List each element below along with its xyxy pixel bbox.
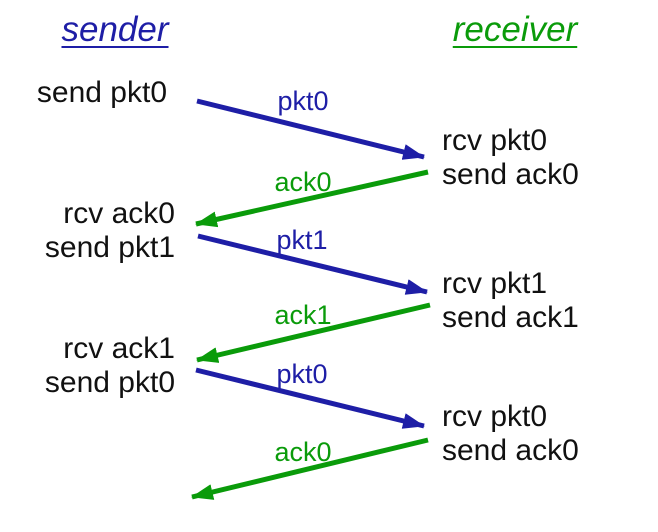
arrow-ack1: [196, 302, 431, 363]
message-label-pkt0-second: pkt0: [276, 359, 328, 389]
sender-column-title: sender: [61, 10, 169, 49]
message-label-ack0-first: ack0: [274, 167, 332, 197]
sender-event-line: rcv ack1: [63, 332, 175, 365]
sender-event-line: send pkt0: [44, 366, 175, 399]
sender-event-3: rcv ack1 send pkt0: [0, 332, 175, 400]
receiver-event-line: send ack0: [442, 158, 579, 191]
message-label-ack1: ack1: [274, 300, 332, 330]
arrow-ack0-second: [191, 437, 429, 500]
receiver-event-line: send ack1: [442, 301, 579, 334]
sender-event-line: send pkt1: [44, 231, 175, 264]
sender-event-2: rcv ack0 send pkt1: [0, 197, 175, 265]
arrow-pkt0-second: [195, 367, 425, 429]
sender-event-1: send pkt0: [0, 76, 167, 110]
message-label-ack0-second: ack0: [274, 437, 332, 467]
receiver-column-title: receiver: [452, 10, 578, 49]
arrow-pkt1: [197, 233, 428, 295]
receiver-event-line: rcv pkt1: [442, 267, 548, 300]
arrow-pkt0-first: [196, 98, 425, 160]
receiver-event-line: rcv pkt0: [442, 400, 548, 433]
receiver-event-1: rcv pkt0 send ack0: [442, 124, 652, 192]
receiver-event-3: rcv pkt0 send ack0: [442, 400, 652, 468]
message-label-pkt0-first: pkt0: [277, 86, 329, 116]
receiver-event-2: rcv pkt1 send ack1: [442, 267, 652, 335]
sender-event-line: rcv ack0: [63, 197, 175, 230]
arrow-ack0-first: [195, 169, 429, 228]
receiver-event-line: rcv pkt0: [442, 124, 548, 157]
receiver-event-line: send ack0: [442, 434, 579, 467]
message-label-pkt1: pkt1: [276, 225, 328, 255]
sender-event-line: send pkt0: [36, 76, 167, 109]
